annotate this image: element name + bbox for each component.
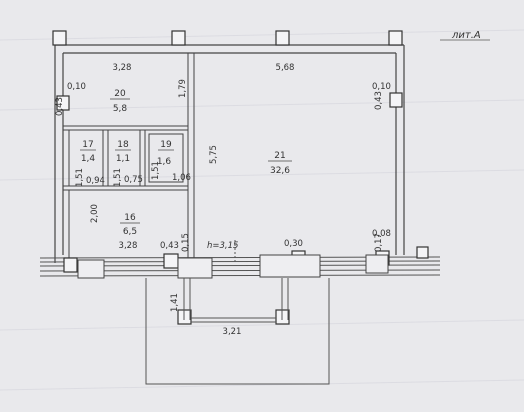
room-area: 32,6 xyxy=(270,166,290,176)
dim-room16-height: 2,00 xyxy=(90,204,100,223)
porch xyxy=(145,240,330,385)
dim-wall-a: 0,43 xyxy=(160,241,179,251)
dim-top-right-width: 5,68 xyxy=(276,63,295,73)
dim-wall-e: 0,17 xyxy=(374,233,384,252)
room-number: 19 xyxy=(160,140,172,150)
dim-room19-height: 1,51 xyxy=(151,161,161,180)
room-16: 16 6,5 xyxy=(120,213,140,237)
dim-bottom-left-width: 3,28 xyxy=(119,241,138,251)
drawing-title: лит.А xyxy=(451,30,481,41)
outer-walls xyxy=(54,44,405,263)
room-19: 19 1,6 xyxy=(157,140,174,167)
dim-partition-h: 1,79 xyxy=(178,79,188,98)
dim-right-wall: 0,10 xyxy=(372,82,391,92)
dim-left-wall: 0,10 xyxy=(67,82,86,92)
room-21: 21 32,6 xyxy=(268,151,292,176)
dim-left-height: 0,43 xyxy=(55,97,65,116)
dim-wall-c: 0,30 xyxy=(284,239,303,249)
room-area: 1,6 xyxy=(157,157,172,167)
room-area: 1,4 xyxy=(81,154,96,164)
dim-room19-width: 1,06 xyxy=(172,173,191,183)
dimension-labels: 3,28 5,68 0,10 0,43 1,79 0,10 0,43 1,51 … xyxy=(55,63,391,337)
room-area: 6,5 xyxy=(123,227,137,237)
room-number: 20 xyxy=(114,89,126,99)
dim-room18-width: 0,75 xyxy=(124,175,143,185)
room-18: 18 1,1 xyxy=(115,140,131,164)
room-number: 17 xyxy=(82,140,93,150)
paper-lines xyxy=(0,29,524,391)
room-number: 16 xyxy=(124,213,136,223)
dim-porch-width: 3,21 xyxy=(223,327,242,337)
room-area: 5,8 xyxy=(113,104,128,114)
partitions xyxy=(63,53,195,258)
dim-porch-depth: 1,41 xyxy=(170,293,180,312)
room-area: 1,1 xyxy=(116,154,130,164)
dim-room17-height: 1,51 xyxy=(75,168,85,187)
dim-right-height: 0,43 xyxy=(374,91,384,110)
dim-top-left-width: 3,28 xyxy=(113,63,132,73)
room-number: 18 xyxy=(117,140,129,150)
openings xyxy=(77,254,389,279)
dim-ceiling-height: h=3,15 xyxy=(207,241,238,251)
room-17: 17 1,4 xyxy=(80,140,96,164)
room-20: 20 5,8 xyxy=(110,89,130,114)
dim-room17-width: 0,94 xyxy=(86,176,105,186)
room-labels: 20 5,8 17 1,4 18 1,1 19 1,6 16 6,5 21 32… xyxy=(80,89,292,237)
dim-room18-height: 1,51 xyxy=(113,168,123,187)
dim-wall-d: 0,08 xyxy=(372,229,391,239)
dim-wall-b: 0,15 xyxy=(181,233,191,252)
room-number: 21 xyxy=(274,151,285,161)
dim-partition-v: 5,75 xyxy=(209,145,219,164)
